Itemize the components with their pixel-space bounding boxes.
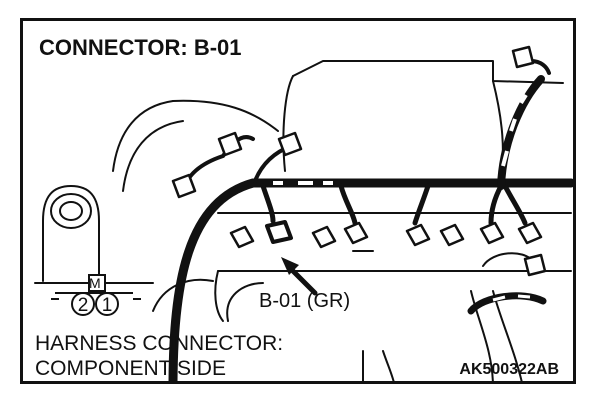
pin-label-1: 1 [102,295,113,316]
connector-row-5 [405,223,431,247]
connector-row-7 [479,221,505,245]
connector-title: CONNECTOR: B-01 [37,35,244,60]
connector-row-6 [439,223,465,247]
connector-row-3 [311,225,337,249]
view-label-line1: HARNESS CONNECTOR: [35,332,284,355]
connector-row-1 [229,225,255,249]
connector-lower-right [523,253,547,277]
connector-upper-left [171,173,197,199]
connector-upper-right [277,131,303,157]
connector-top-right [511,45,535,69]
reservoir-tank [42,185,100,282]
pin-diagram [51,274,141,316]
connector-upper-mid [217,131,243,157]
engine-bay-illustration: 2 1 [34,45,573,381]
pin-label-2: 2 [78,295,89,316]
callout-arrow [288,266,318,296]
connector-row-4 [343,221,369,245]
main-harness [168,178,573,381]
pin-marker: M [89,275,101,291]
connector-b01 [265,220,293,244]
view-label-line2: COMPONENT SIDE [35,357,226,380]
connector-row-8 [517,221,543,245]
figure-code: AK500322AB [459,361,559,378]
engine-cover-outline [292,60,564,84]
callout-label: B-01 (GR) [259,290,351,312]
diagram-frame: 2 1 CONNECTOR: B-01 M B-01 (GR) HARNESS … [20,18,576,384]
